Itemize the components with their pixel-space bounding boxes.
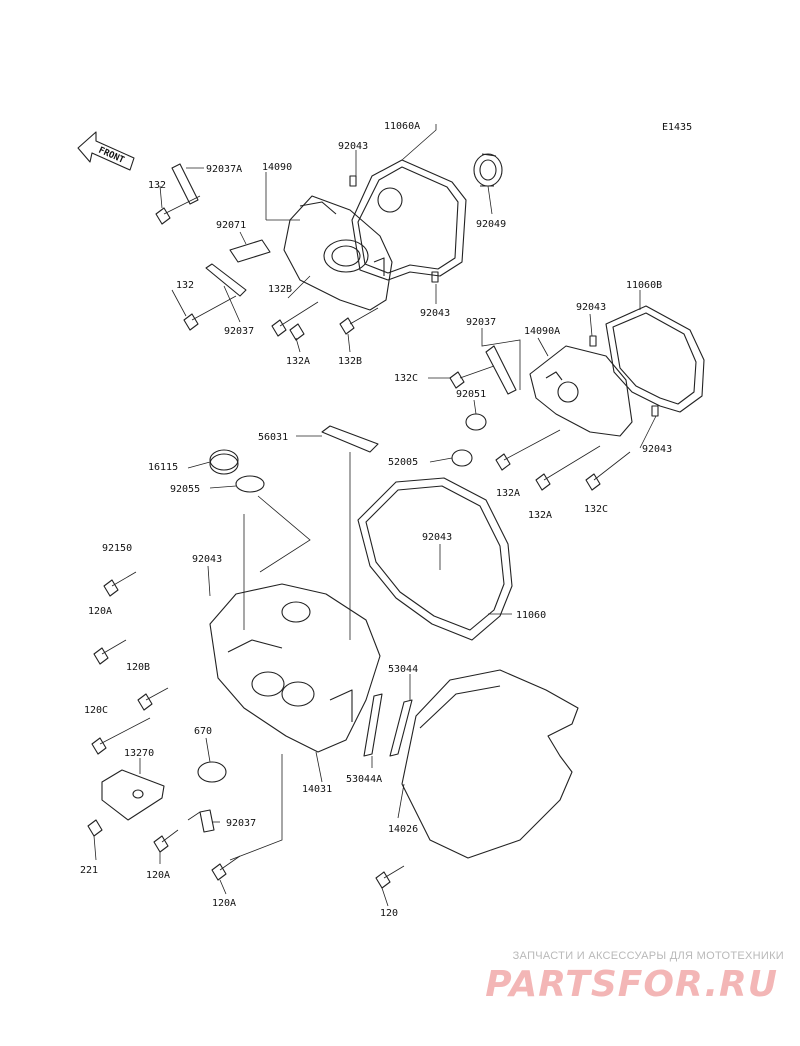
part-label: 132 bbox=[148, 180, 166, 191]
bolt-120-shapes bbox=[87, 571, 405, 889]
part-label: 13270 bbox=[124, 748, 154, 759]
part-label: 14090 bbox=[262, 162, 292, 173]
front-arrow-label: FRONT bbox=[97, 146, 126, 166]
part-label: 120A bbox=[146, 870, 170, 881]
seal-92051-shape bbox=[465, 413, 487, 431]
part-label: 92037 bbox=[226, 818, 256, 829]
oring-670-shape bbox=[197, 761, 227, 783]
part-label: 11060B bbox=[626, 280, 662, 291]
part-labels: 11060A 92043 92037A 14090 132 92049 9207… bbox=[80, 121, 672, 919]
part-label: 670 bbox=[194, 726, 212, 737]
plate-92037-lower-shape bbox=[199, 809, 215, 833]
part-label: 53044A bbox=[346, 774, 382, 785]
watermark-logo: PARTSFOR.RU bbox=[485, 964, 778, 1005]
part-label: 92150 bbox=[102, 543, 132, 554]
part-label: 11060A bbox=[384, 121, 420, 132]
part-label: 92055 bbox=[170, 484, 200, 495]
outer-cover-14026-shape bbox=[401, 669, 579, 859]
part-label: 92043 bbox=[192, 554, 222, 565]
leader-lines bbox=[93, 124, 657, 907]
part-label: 56031 bbox=[258, 432, 288, 443]
bolt-132-shapes bbox=[155, 195, 379, 341]
part-label: 120B bbox=[126, 662, 150, 673]
part-label: 92037 bbox=[466, 317, 496, 328]
gasket-11060A-shape bbox=[351, 159, 467, 281]
part-label: 132B bbox=[338, 356, 362, 367]
dowel-pin-92043-shape bbox=[349, 175, 439, 283]
part-label: 132A bbox=[496, 488, 520, 499]
plate-92037-upper-shape bbox=[205, 263, 247, 297]
clutch-cover-14031-shape bbox=[209, 583, 381, 753]
gasket-11060B-shape bbox=[605, 305, 705, 413]
part-label: 120C bbox=[84, 705, 108, 716]
bolt-132-right-shapes bbox=[449, 365, 631, 491]
part-label: 92071 bbox=[216, 220, 246, 231]
cap-52005-shape bbox=[451, 449, 473, 467]
part-label: 132B bbox=[268, 284, 292, 295]
gasket-11060-shape bbox=[357, 477, 513, 641]
front-arrow-icon: FRONT bbox=[77, 131, 135, 171]
oil-seal-92049-shape bbox=[473, 153, 503, 187]
part-label: 92043 bbox=[422, 532, 452, 543]
part-label: 132A bbox=[286, 356, 310, 367]
part-label: 132C bbox=[394, 373, 418, 384]
plate-92037A-shape bbox=[171, 163, 199, 205]
part-label: 92043 bbox=[642, 444, 672, 455]
watermark-caption: ЗАПЧАСТИ И АКСЕССУАРЫ ДЛЯ МОТОТЕХНИКИ bbox=[512, 950, 784, 962]
part-label: 92043 bbox=[420, 308, 450, 319]
part-label: 132 bbox=[176, 280, 194, 291]
inner-cover-14090-shape bbox=[283, 195, 393, 311]
part-label: 92043 bbox=[338, 141, 368, 152]
part-label: 120 bbox=[380, 908, 398, 919]
guide-92071-shape bbox=[229, 239, 271, 263]
part-label: 132C bbox=[584, 504, 608, 515]
part-label: 92043 bbox=[576, 302, 606, 313]
part-label: 14026 bbox=[388, 824, 418, 835]
inner-cover-14090A-shape bbox=[529, 345, 633, 437]
part-label: 92049 bbox=[476, 219, 506, 230]
part-label: 92051 bbox=[456, 389, 486, 400]
part-label: 16115 bbox=[148, 462, 178, 473]
part-label: 132A bbox=[528, 510, 552, 521]
cover-13270-shape bbox=[101, 769, 165, 821]
cap-16115-shape bbox=[209, 449, 239, 475]
part-label: 53044 bbox=[388, 664, 418, 675]
part-label: 52005 bbox=[388, 457, 418, 468]
label-56031-shape bbox=[321, 425, 379, 453]
oring-92055-shape bbox=[235, 475, 265, 493]
part-label: 14090A bbox=[524, 326, 560, 337]
part-label: 14031 bbox=[302, 784, 332, 795]
part-label: 92037A bbox=[206, 164, 242, 175]
part-label: 120A bbox=[88, 606, 112, 617]
part-label: 11060 bbox=[516, 610, 546, 621]
pin-53044-shapes bbox=[363, 693, 413, 757]
part-label: 120A bbox=[212, 898, 236, 909]
plate-92037-right-shape bbox=[485, 345, 517, 395]
diagram-code: E1435 bbox=[662, 122, 692, 133]
part-label: 92037 bbox=[224, 326, 254, 337]
dowel-pins-right-shapes bbox=[589, 335, 659, 417]
part-label: 221 bbox=[80, 865, 98, 876]
